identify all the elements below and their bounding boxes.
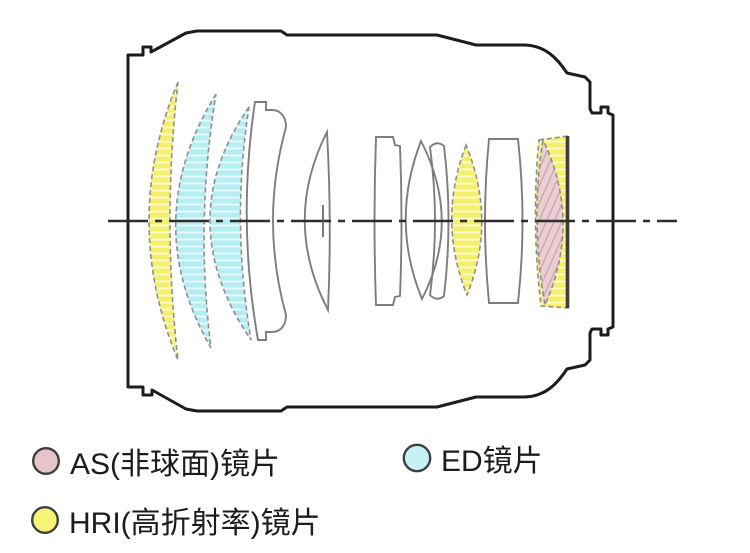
legend-label-ed: ED镜片 <box>441 445 543 478</box>
lens-element-7 <box>404 138 443 302</box>
lens-barrel-outline <box>126 29 615 413</box>
legend-label-as: AS(非球面)镜片 <box>70 448 280 481</box>
lens-element-8 <box>428 142 450 300</box>
lens-element-1-hri <box>148 81 179 361</box>
lens-construction-diagram <box>108 29 677 413</box>
ed-lens-swatch-icon <box>402 443 432 473</box>
legend-item-ed: ED镜片 <box>402 441 543 478</box>
lens-element-4 <box>245 101 287 341</box>
hri-lens-swatch-icon <box>30 505 60 535</box>
legend-label-hri: HRI(高折射率)镜片 <box>69 507 321 540</box>
lens-element-5 <box>303 128 331 314</box>
lens-element-3-ed <box>209 106 252 341</box>
lens-element-10 <box>484 138 524 304</box>
legend-item-hri: HRI(高折射率)镜片 <box>30 503 321 540</box>
as-lens-swatch-icon <box>31 446 61 476</box>
legend-item-as: AS(非球面)镜片 <box>31 444 280 481</box>
lens-element-6 <box>373 136 403 306</box>
lens-element-11-as <box>536 137 564 308</box>
